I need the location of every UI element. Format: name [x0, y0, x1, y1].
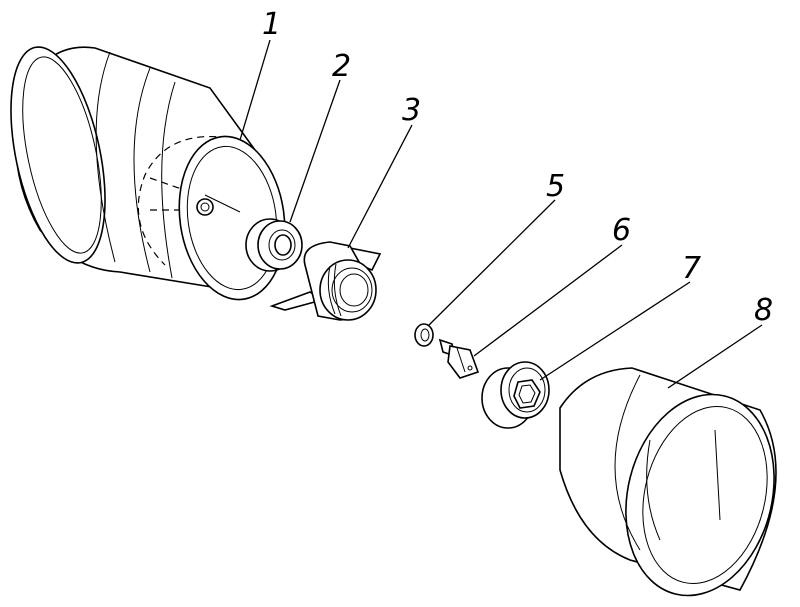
part-6-nozzle — [438, 338, 480, 379]
part-3-wing-nut — [269, 241, 382, 321]
callout-5: 5 — [546, 169, 565, 204]
part-8-sleeve — [559, 367, 777, 597]
leader-2 — [289, 79, 341, 223]
callout-3: 3 — [402, 93, 421, 128]
leader-lines — [239, 39, 763, 389]
part-1-housing — [10, 46, 286, 301]
leader-6 — [473, 244, 623, 357]
part-2-bearing — [245, 218, 303, 272]
callout-2: 2 — [332, 49, 351, 84]
callout-8: 8 — [754, 293, 773, 328]
callout-7: 7 — [682, 251, 701, 286]
part-7-hex-plug — [481, 361, 550, 429]
callout-1: 1 — [262, 7, 281, 42]
leader-3 — [347, 124, 413, 249]
part-5-o-ring — [414, 323, 434, 347]
leader-1 — [239, 39, 271, 141]
leader-7 — [539, 281, 691, 381]
leader-8 — [667, 324, 763, 389]
leader-5 — [427, 199, 556, 327]
callout-labels: 1 2 3 5 6 7 8 — [262, 7, 773, 328]
callout-6: 6 — [612, 213, 631, 248]
